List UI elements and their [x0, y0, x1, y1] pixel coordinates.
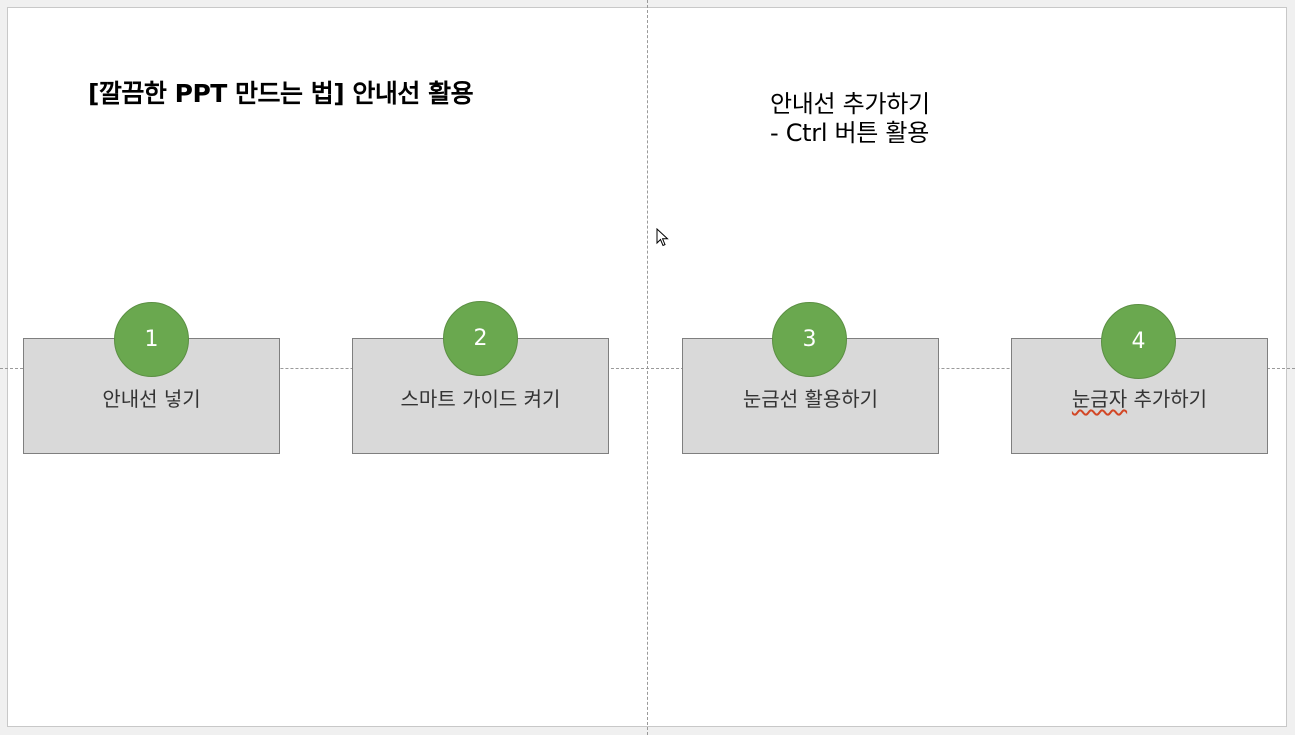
mouse-pointer-icon: [656, 228, 669, 247]
step-label-2: 스마트 가이드 켜기: [400, 387, 561, 411]
step-badge-4[interactable]: 4: [1101, 304, 1176, 379]
step-label-4: 눈금자 추가하기: [1012, 383, 1267, 412]
step-label-4-rest: 추가하기: [1127, 387, 1208, 411]
slide-title[interactable]: [깔끔한 PPT 만드는 법] 안내선 활용: [88, 79, 474, 108]
note-textbox[interactable]: 안내선 추가하기 - Ctrl 버튼 활용: [770, 90, 930, 148]
step-badge-2[interactable]: 2: [443, 301, 518, 376]
vertical-guide-line[interactable]: [647, 0, 648, 735]
note-line-2: - Ctrl 버튼 활용: [770, 119, 929, 147]
step-label-1: 안내선 넣기: [102, 387, 201, 411]
spellcheck-word: 눈금자: [1071, 387, 1128, 411]
note-line-1: 안내선 추가하기: [770, 90, 930, 118]
step-badge-1[interactable]: 1: [114, 302, 189, 377]
step-badge-3[interactable]: 3: [772, 302, 847, 377]
step-label-3: 눈금선 활용하기: [742, 387, 879, 411]
horizontal-guide-line[interactable]: [0, 368, 1295, 369]
